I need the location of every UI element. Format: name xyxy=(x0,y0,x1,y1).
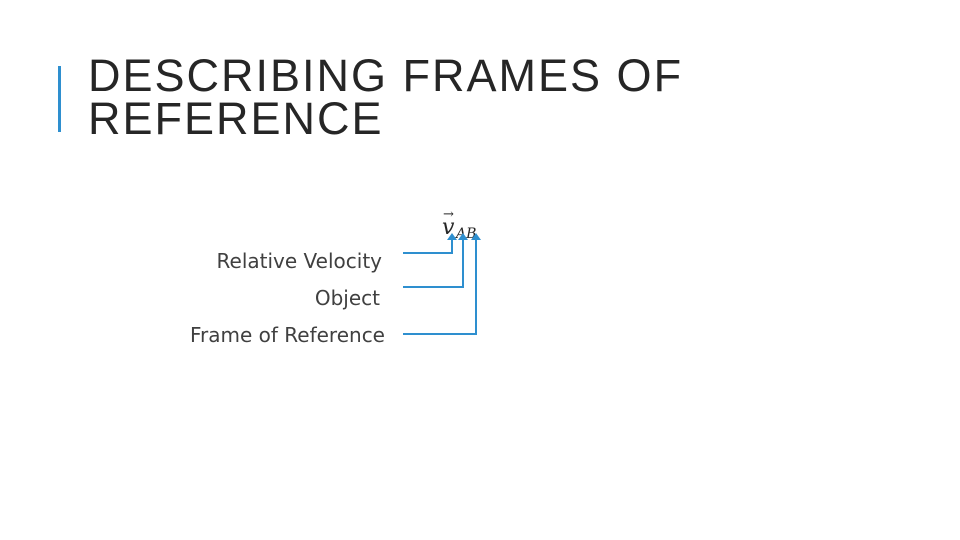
vector-symbol: v xyxy=(442,215,455,240)
arrowhead-b xyxy=(471,233,481,240)
title-line-2: REFERENCE xyxy=(88,93,384,144)
title-line-1: DESCRIBING FRAMES OF xyxy=(88,50,684,101)
connector-object xyxy=(403,238,464,288)
connector-relative-velocity xyxy=(403,238,453,254)
slide-title: DESCRIBING FRAMES OF REFERENCE xyxy=(88,50,684,144)
arrowhead-a xyxy=(458,233,468,240)
label-relative-velocity: Relative Velocity xyxy=(216,249,382,273)
connector-frame-of-reference xyxy=(403,238,477,335)
title-accent-bar xyxy=(58,66,61,132)
label-frame-of-reference: Frame of Reference xyxy=(189,323,385,347)
label-object: Object xyxy=(314,286,380,310)
vector-arrow: → xyxy=(443,207,454,222)
arrowhead-v xyxy=(447,233,457,240)
